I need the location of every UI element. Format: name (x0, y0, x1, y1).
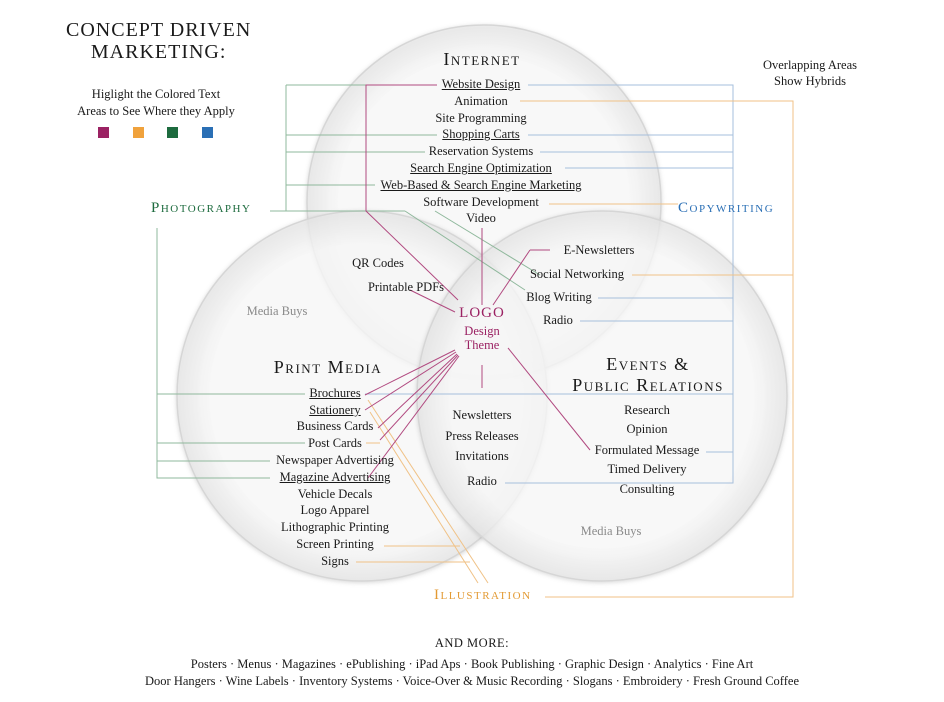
overlap-item-e-newsletters[interactable]: E-Newsletters (563, 243, 635, 257)
print-item-magazine-advertising[interactable]: Magazine Advertising (279, 470, 391, 484)
circles (176, 24, 788, 582)
swatch-green[interactable] (167, 127, 178, 138)
internet-item-video[interactable]: Video (466, 211, 496, 225)
hint-text: Higlight the Colored Text Areas to See W… (72, 86, 240, 120)
logo-design: Design (464, 324, 500, 338)
internet-item-software-development[interactable]: Software Development (423, 195, 539, 209)
copywriting-lines (365, 84, 734, 484)
print-item-lithographic-printing[interactable]: Lithographic Printing (281, 520, 389, 534)
footer-line-1: Posters · Menus · Magazines · ePublishin… (190, 657, 754, 671)
footer-heading: AND MORE: (434, 636, 510, 650)
category-illustration[interactable]: Illustration (434, 587, 532, 603)
media-buys-right: Media Buys (580, 524, 642, 538)
category-photography[interactable]: Photography (151, 200, 252, 216)
print-item-newspaper-advertising[interactable]: Newspaper Advertising (276, 453, 394, 467)
internet-item-seo[interactable]: Search Engine Optimization (410, 161, 552, 175)
title-line-2: MARKETING: (90, 41, 227, 63)
events-item-consulting[interactable]: Consulting (619, 482, 675, 496)
print-item-business-cards[interactable]: Business Cards (296, 419, 374, 433)
print-item-logo-apparel[interactable]: Logo Apparel (300, 503, 370, 517)
circle-events (416, 210, 788, 582)
internet-title: Internet (443, 49, 521, 69)
internet-item-web-marketing[interactable]: Web-Based & Search Engine Marketing (380, 178, 582, 192)
hint-line-1: Higlight the Colored Text (91, 87, 221, 101)
events-item-opinion[interactable]: Opinion (626, 422, 668, 436)
overlap-item-qr-codes[interactable]: QR Codes (352, 256, 404, 270)
print-item-vehicle-decals[interactable]: Vehicle Decals (297, 487, 373, 501)
illustration-lines (356, 100, 794, 598)
print-item-post-cards[interactable]: Post Cards (308, 436, 362, 450)
logo-lines (364, 84, 591, 479)
page-title: CONCEPT DRIVEN MARKETING: (66, 19, 251, 63)
footer-line-2: Door Hangers · Wine Labels · Inventory S… (145, 674, 799, 688)
photography-lines (156, 84, 541, 479)
print-item-stationery[interactable]: Stationery (309, 403, 361, 417)
logo-title: LOGO (459, 305, 505, 321)
media-buys-left: Media Buys (246, 304, 308, 318)
logo-theme: Theme (464, 338, 500, 352)
internet-item-site-programming[interactable]: Site Programming (435, 111, 527, 125)
logo-center[interactable]: LOGO Design Theme (459, 305, 505, 352)
swatch-magenta[interactable] (98, 127, 109, 138)
internet-item-reservation-systems[interactable]: Reservation Systems (428, 144, 534, 158)
note-line-2: Show Hybrids (774, 74, 846, 88)
events-title-line-1: Events & (606, 354, 690, 374)
internet-item-animation[interactable]: Animation (454, 94, 508, 108)
swatch-orange[interactable] (133, 127, 144, 138)
overlap-item-blog-writing[interactable]: Blog Writing (526, 290, 592, 304)
print-item-brochures[interactable]: Brochures (309, 386, 361, 400)
print-item-signs[interactable]: Signs (321, 554, 349, 568)
overlap-item-press-releases[interactable]: Press Releases (445, 429, 519, 443)
hint-line-2: Areas to See Where they Apply (77, 104, 235, 118)
overlap-item-radio-print[interactable]: Radio (467, 474, 497, 488)
overlap-item-printable-pdfs[interactable]: Printable PDFs (367, 280, 445, 294)
overlap-item-radio[interactable]: Radio (543, 313, 573, 327)
hybrid-note: Overlapping Areas Show Hybrids (750, 57, 870, 89)
overlap-item-newsletters[interactable]: Newsletters (452, 408, 512, 422)
category-copywriting[interactable]: Copywriting (678, 200, 775, 216)
print-media-title: Print Media (273, 357, 383, 377)
internet-item-website-design[interactable]: Website Design (441, 77, 521, 91)
note-line-1: Overlapping Areas (762, 58, 858, 72)
events-title: Events & Public Relations (572, 354, 724, 396)
events-item-research[interactable]: Research (624, 403, 670, 417)
overlap-item-social-networking[interactable]: Social Networking (529, 267, 625, 281)
events-title-line-2: Public Relations (572, 375, 724, 395)
title-line-1: CONCEPT DRIVEN (66, 19, 252, 41)
overlap-item-invitations[interactable]: Invitations (455, 449, 509, 463)
print-item-screen-printing[interactable]: Screen Printing (296, 537, 374, 551)
events-item-timed-delivery[interactable]: Timed Delivery (607, 462, 687, 476)
internet-item-shopping-carts[interactable]: Shopping Carts (442, 127, 520, 141)
swatch-blue[interactable] (202, 127, 213, 138)
events-item-formulated-message[interactable]: Formulated Message (594, 443, 700, 457)
